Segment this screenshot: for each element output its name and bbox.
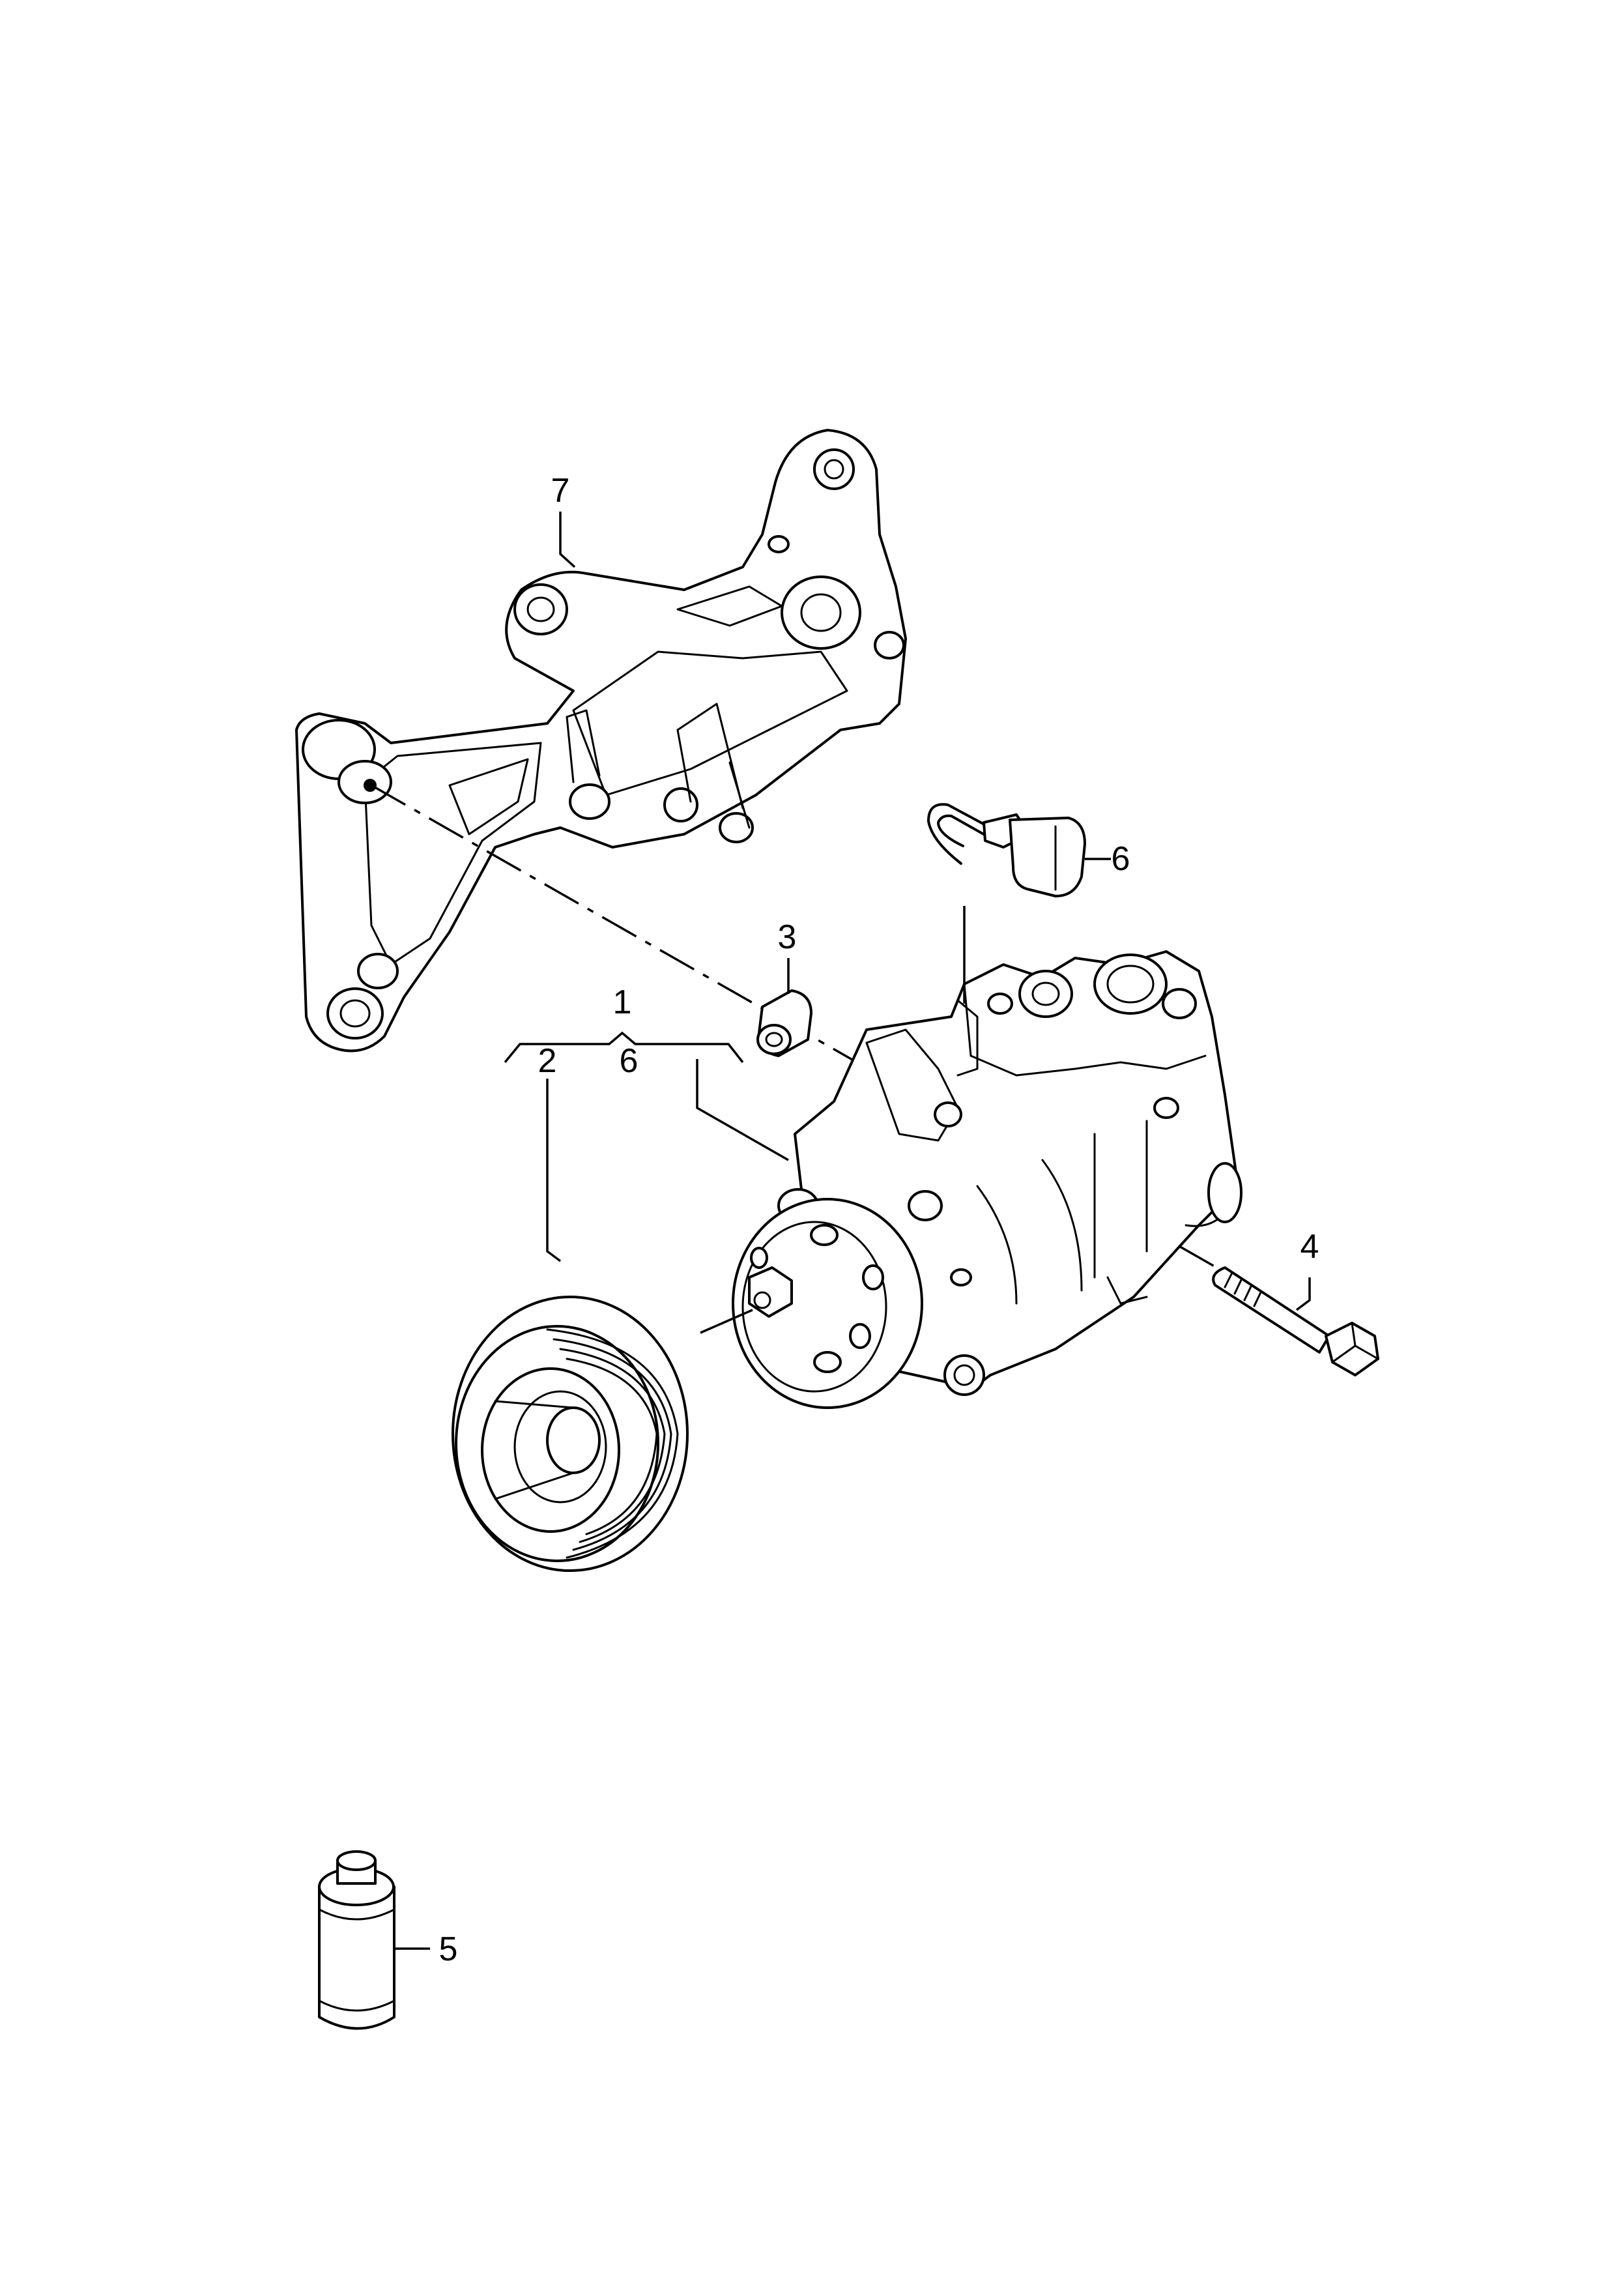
oil-bottle-icon[interactable] [318,1850,430,2030]
callout-7: 7 [551,472,570,510]
assembly-axis-line [371,784,1252,1288]
callout-1: 1 [613,983,632,1021]
callout-leaders [504,512,1311,1311]
compressor-icon[interactable] [732,906,1242,1409]
callout-4: 4 [1300,1228,1319,1266]
bracket-icon[interactable] [295,429,907,1053]
pulley-icon[interactable] [452,1296,689,1572]
callout-6-sensor: 6 [1112,840,1130,878]
callout-3: 3 [778,918,797,956]
callout-6-group: 6 [620,1042,639,1080]
pulley-axis-line [700,1309,753,1334]
bolt-icon[interactable] [1212,1266,1379,1376]
callout-5: 5 [439,1930,458,1968]
bushing-icon[interactable] [756,989,812,1057]
pressure-sensor-icon[interactable] [927,803,1111,897]
callout-2: 2 [538,1042,557,1080]
